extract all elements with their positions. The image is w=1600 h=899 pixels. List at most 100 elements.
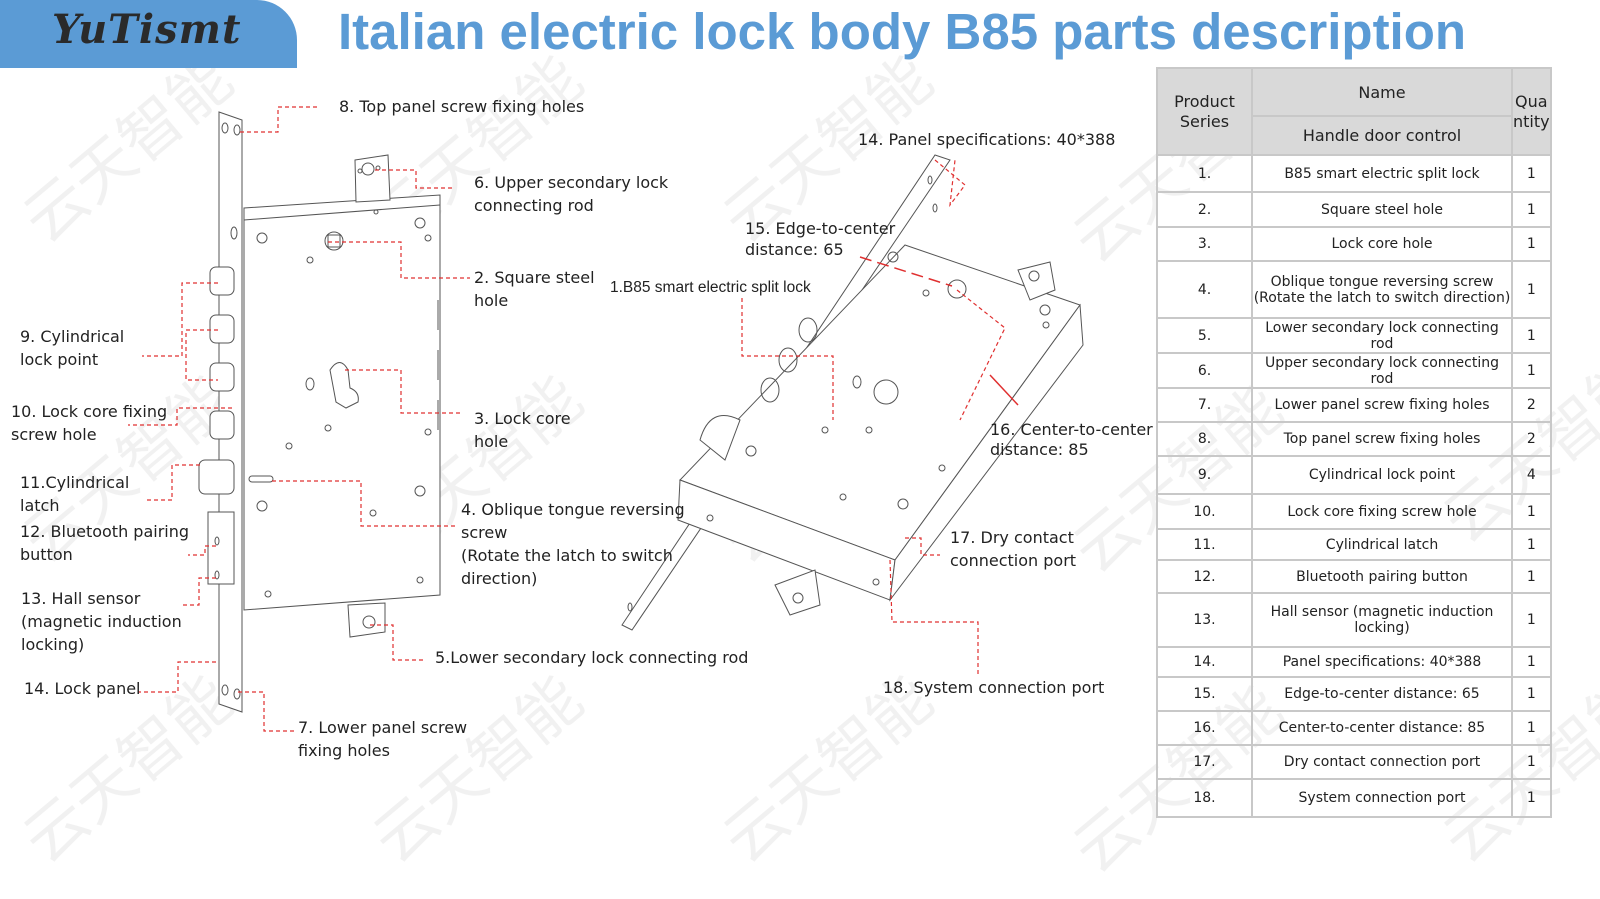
- row-quantity: 1: [1511, 528, 1552, 561]
- table-row: 13.Hall sensor (magnetic induction locki…: [1156, 592, 1552, 648]
- front-view-lock-drawing: [198, 111, 441, 713]
- row-quantity: 1: [1511, 226, 1552, 262]
- iso-view-lock-drawing: [621, 154, 1084, 631]
- center-to-center-dimension: [989, 374, 1019, 406]
- row-number: 16.: [1156, 710, 1253, 746]
- row-quantity: 2: [1511, 421, 1552, 457]
- row-name: Bluetooth pairing button: [1251, 559, 1513, 594]
- lock-diagrams: [128, 106, 1084, 732]
- row-name: Cylindrical latch: [1251, 528, 1513, 561]
- label-lock-panel: 14. Lock panel: [24, 679, 141, 698]
- row-number: 15.: [1156, 676, 1253, 712]
- label-smart-split-lock: 1.B85 smart electric split lock: [610, 279, 811, 296]
- header-name: Name: [1251, 67, 1513, 117]
- row-name: Lower secondary lock connecting rod: [1251, 317, 1513, 354]
- parts-table: Product Series Name Qua ntity Handle doo…: [1156, 67, 1552, 818]
- label-upper-secondary-rod: 6. Upper secondary lock connecting rod: [474, 173, 669, 215]
- header-product-series: Product Series: [1156, 67, 1253, 156]
- row-quantity: 1: [1511, 646, 1552, 678]
- label-lock-core-hole: 3. Lock core hole: [474, 409, 571, 451]
- label-hall-sensor: 13. Hall sensor (magnetic induction lock…: [21, 589, 182, 654]
- row-quantity: 1: [1511, 778, 1552, 818]
- label-square-steel-hole: 2. Square steel hole: [474, 268, 595, 310]
- row-number: 1.: [1156, 154, 1253, 193]
- row-number: 9.: [1156, 455, 1253, 495]
- row-name: Lock core hole: [1251, 226, 1513, 262]
- edge-to-center-dimension: [859, 256, 953, 287]
- brand-logo: YuTismt: [52, 6, 242, 53]
- row-name: Oblique tongue reversing screw (Rotate t…: [1251, 260, 1513, 319]
- row-name: Panel specifications: 40*388: [1251, 646, 1513, 678]
- page-title: Italian electric lock body B85 parts des…: [338, 3, 1467, 60]
- row-number: 4.: [1156, 260, 1253, 319]
- row-number: 12.: [1156, 559, 1253, 594]
- row-quantity: 1: [1511, 154, 1552, 193]
- row-name: Hall sensor (magnetic induction locking): [1251, 592, 1513, 648]
- row-quantity: 1: [1511, 710, 1552, 746]
- row-name: Square steel hole: [1251, 191, 1513, 228]
- row-name: System connection port: [1251, 778, 1513, 818]
- label-lower-panel-screw-holes: 7. Lower panel screw fixing holes: [298, 718, 468, 760]
- label-dry-contact-port: 17. Dry contact connection port: [950, 528, 1077, 570]
- row-number: 2.: [1156, 191, 1253, 228]
- row-name: Top panel screw fixing holes: [1251, 421, 1513, 457]
- label-bluetooth-pairing-button: 12. Bluetooth pairing button: [20, 522, 190, 564]
- row-number: 18.: [1156, 778, 1253, 818]
- label-system-connection-port: 18. System connection port: [883, 678, 1105, 697]
- row-number: 7.: [1156, 387, 1253, 423]
- row-name: Dry contact connection port: [1251, 744, 1513, 780]
- row-name: Cylindrical lock point: [1251, 455, 1513, 495]
- row-quantity: 1: [1511, 191, 1552, 228]
- label-panel-specifications: 14. Panel specifications: 40*388: [858, 130, 1116, 149]
- label-cylindrical-latch: 11.Cylindrical latch: [20, 473, 130, 515]
- row-quantity: 1: [1511, 493, 1552, 530]
- row-name: Center-to-center distance: 85: [1251, 710, 1513, 746]
- row-number: 14.: [1156, 646, 1253, 678]
- row-name: Lock core fixing screw hole: [1251, 493, 1513, 530]
- row-quantity: 1: [1511, 559, 1552, 594]
- row-quantity: 4: [1511, 455, 1552, 495]
- row-name: B85 smart electric split lock: [1251, 154, 1513, 193]
- dimension-lines: [859, 256, 1019, 406]
- row-number: 10.: [1156, 493, 1253, 530]
- row-quantity: 2: [1511, 387, 1552, 423]
- row-quantity: 1: [1511, 592, 1552, 648]
- row-quantity: 1: [1511, 317, 1552, 354]
- row-number: 17.: [1156, 744, 1253, 780]
- header-handle-door-control: Handle door control: [1251, 115, 1513, 156]
- row-name: Upper secondary lock connecting rod: [1251, 352, 1513, 389]
- row-number: 8.: [1156, 421, 1253, 457]
- label-edge-to-center: 15. Edge-to-center distance: 65: [745, 219, 896, 259]
- label-oblique-tongue-screw: 4. Oblique tongue reversing screw (Rotat…: [461, 500, 685, 588]
- leader-lines: [128, 106, 1006, 732]
- row-quantity: 1: [1511, 260, 1552, 319]
- table-row: 4.Oblique tongue reversing screw (Rotate…: [1156, 260, 1552, 319]
- label-lower-secondary-rod: 5.Lower secondary lock connecting rod: [435, 648, 749, 667]
- header-quantity: Qua ntity: [1511, 67, 1552, 156]
- row-name: Edge-to-center distance: 65: [1251, 676, 1513, 712]
- label-top-panel-screw-holes: 8. Top panel screw fixing holes: [339, 97, 585, 116]
- brand-banner: YuTismt: [0, 0, 297, 68]
- row-quantity: 1: [1511, 352, 1552, 389]
- row-name: Lower panel screw fixing holes: [1251, 387, 1513, 423]
- label-center-to-center: 16. Center-to-center distance: 85: [990, 420, 1153, 459]
- row-number: 3.: [1156, 226, 1253, 262]
- row-quantity: 1: [1511, 676, 1552, 712]
- row-number: 5.: [1156, 317, 1253, 354]
- row-quantity: 1: [1511, 744, 1552, 780]
